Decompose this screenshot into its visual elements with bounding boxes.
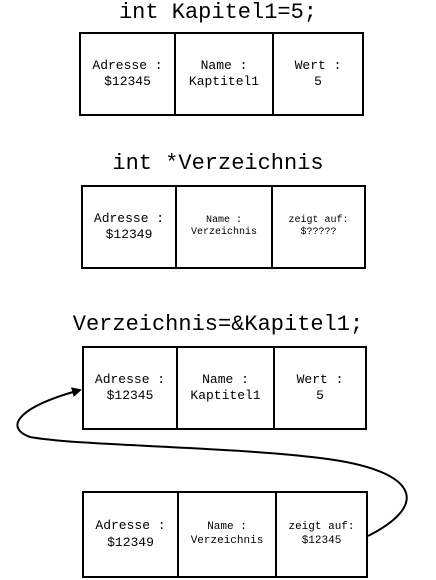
address-cell: Adresse : $12349 xyxy=(83,187,177,267)
name-value: Kaptitel1 xyxy=(188,74,260,89)
address-value: $12345 xyxy=(106,388,154,403)
value-cell: Wert : 5 xyxy=(275,348,365,428)
address-cell: Adresse : $12345 xyxy=(81,34,176,114)
address-value: $12349 xyxy=(107,534,154,550)
value-cell: Wert : 5 xyxy=(274,34,362,114)
name-cell: Name : Verzeichnis xyxy=(179,493,277,576)
points-to-value: $12345 xyxy=(301,534,342,547)
name-label: Name : xyxy=(200,57,248,73)
name-label: Name : xyxy=(207,520,247,533)
address-cell: Adresse : $12345 xyxy=(84,348,178,428)
name-cell: Name : Verzeichnis xyxy=(177,187,273,267)
name-value: Kaptitel1 xyxy=(190,388,261,403)
address-value: $12349 xyxy=(105,227,153,242)
value-value: 5 xyxy=(314,74,322,89)
address-value: $12345 xyxy=(104,74,151,89)
pointer-arrow-path xyxy=(16,387,408,537)
value-value: 5 xyxy=(316,388,324,403)
points-to-label: zeigt auf: xyxy=(288,214,349,226)
name-cell: Name : Kaptitel1 xyxy=(178,348,275,428)
memory-cell-verzeichnis: Adresse : $12349 Name : Verzeichnis zeig… xyxy=(81,185,366,269)
name-label: Name : xyxy=(205,214,242,226)
points-to-value: $????? xyxy=(300,227,337,238)
heading-declaration-pointer: int *Verzeichnis xyxy=(112,151,324,176)
memory-cell-kapitel1-target: Adresse : $12345 Name : Kaptitel1 Wert :… xyxy=(82,346,367,430)
address-label: Adresse : xyxy=(95,518,166,534)
points-to-label: zeigt auf: xyxy=(288,520,355,533)
heading-assignment: Verzeichnis=&Kapitel1; xyxy=(72,312,364,337)
name-value: Verzeichnis xyxy=(190,227,257,238)
value-label: Wert : xyxy=(294,57,342,73)
address-label: Adresse : xyxy=(92,57,163,73)
memory-cell-kapitel1: Adresse : $12345 Name : Kaptitel1 Wert :… xyxy=(79,32,364,116)
points-to-cell: zeigt auf: $12345 xyxy=(277,493,366,576)
name-label: Name : xyxy=(202,371,249,387)
address-label: Adresse : xyxy=(94,371,166,387)
memory-cell-verzeichnis-assigned: Adresse : $12349 Name : Verzeichnis zeig… xyxy=(82,491,368,578)
address-label: Adresse : xyxy=(93,210,165,226)
name-value: Verzeichnis xyxy=(190,534,264,547)
value-label: Wert : xyxy=(296,371,344,387)
name-cell: Name : Kaptitel1 xyxy=(176,34,274,114)
heading-declaration-kapitel1: int Kapitel1=5; xyxy=(118,0,318,25)
address-cell: Adresse : $12349 xyxy=(84,493,179,576)
points-to-cell: zeigt auf: $????? xyxy=(273,187,364,267)
